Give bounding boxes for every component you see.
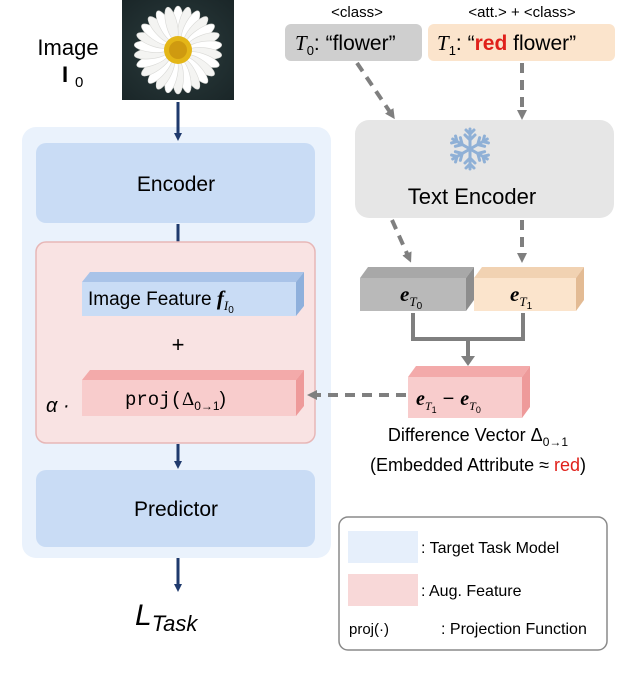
arrow-t0-to-text-encoder [355, 61, 395, 120]
svg-text:proj(Δ0→1): proj(Δ0→1) [125, 389, 226, 413]
snowflake-arm [450, 134, 472, 151]
legend-swatch-task-model [348, 531, 418, 563]
prompt-t1: T1: “red flower” [428, 24, 615, 61]
daisy-image [122, 0, 234, 100]
snowflake-arm [468, 147, 490, 164]
encoder-block: Encoder [36, 143, 315, 223]
encoder-label: Encoder [137, 173, 215, 196]
legend-proj-symbol: proj(·) [349, 621, 389, 638]
snowflake-arm [450, 147, 472, 164]
att-class-header: <att.> + <class> [468, 4, 575, 21]
svg-text:Image: Image [37, 35, 98, 60]
snowflake-arm [468, 134, 490, 151]
predictor-block: Predictor [36, 470, 315, 547]
image-feature-label: Image Feature [88, 289, 217, 310]
legend-label-projection: : Projection Function [441, 621, 587, 638]
arrow-encoder-to-e0 [390, 219, 412, 263]
snowflake-arm [463, 127, 477, 151]
merge-connector [411, 313, 525, 360]
svg-text:eT1: eT1 [510, 282, 533, 312]
snowflake-icon [450, 127, 490, 171]
difference-caption: Difference Vector Δ0→1 [388, 425, 568, 449]
text-encoder-label: Text Encoder [408, 184, 536, 209]
embedded-attribute-caption: (Embedded Attribute ≈ red) [370, 455, 586, 475]
input-image-label: Image I 0 [37, 35, 98, 91]
projected-difference-block: proj(Δ0→1) [82, 370, 304, 416]
prompt-t0: T0: “flower” [285, 24, 422, 61]
svg-text:T0: “flower”: T0: “flower” [295, 31, 396, 58]
difference-vector-block: eT1−eT0 [408, 366, 530, 418]
image-feature-block: Image Feature fI0 [82, 272, 304, 316]
embedding-e-t1: eT1 [474, 267, 584, 312]
embedding-e-t0: eT0 [360, 267, 474, 312]
svg-text:T1: “red flower”: T1: “red flower” [437, 31, 576, 58]
task-loss: LTask [135, 599, 198, 636]
legend: : Target Task Model : Aug. Feature proj(… [338, 516, 608, 651]
snowflake-arm [463, 147, 477, 171]
plus-sign: + [172, 332, 185, 357]
legend-label-aug-feature: : Aug. Feature [421, 583, 522, 600]
daisy-petals [134, 5, 222, 95]
attribute-red: red [475, 32, 508, 55]
text-encoder-block: Text Encoder [355, 120, 614, 218]
svg-text:Image Feature fI0: Image Feature fI0 [88, 286, 234, 316]
svg-text:eT0: eT0 [400, 282, 423, 312]
legend-label-task-model: : Target Task Model [421, 540, 559, 557]
legend-swatch-aug-feature [348, 574, 418, 606]
svg-text:0: 0 [75, 74, 83, 91]
class-header: <class> [331, 4, 383, 21]
proj-function-label: proj( [125, 389, 182, 411]
svg-text:I: I [62, 62, 68, 87]
alpha-scale: α · [46, 395, 70, 417]
svg-text:eT1−eT0: eT1−eT0 [416, 388, 481, 415]
predictor-label: Predictor [134, 498, 218, 521]
